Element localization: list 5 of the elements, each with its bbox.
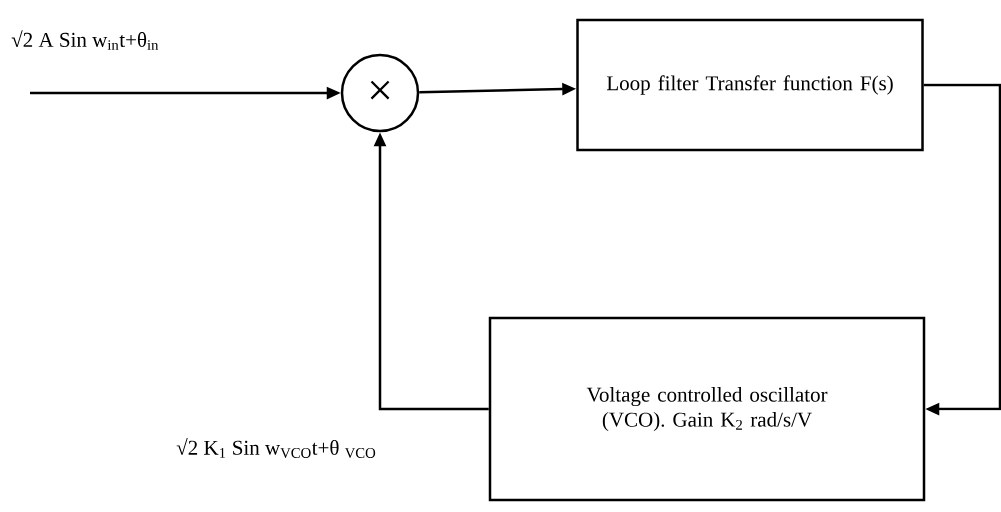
- edge-label: √2 A Sin w$_{in}$t+θ$_{in}$: [10, 29, 160, 51]
- process-box: Loop filter Transfer function F(s): [576, 18, 924, 152]
- arrow: [923, 83, 1001, 416]
- edge-label: √2 K$_{1}$ Sin w$_{VCO}$t+θ $_{VCO}$: [175, 437, 378, 459]
- process-box: Voltage controlled oscillator (VCO). Gain K$_{2}$ rad/s/V: [488, 316, 926, 502]
